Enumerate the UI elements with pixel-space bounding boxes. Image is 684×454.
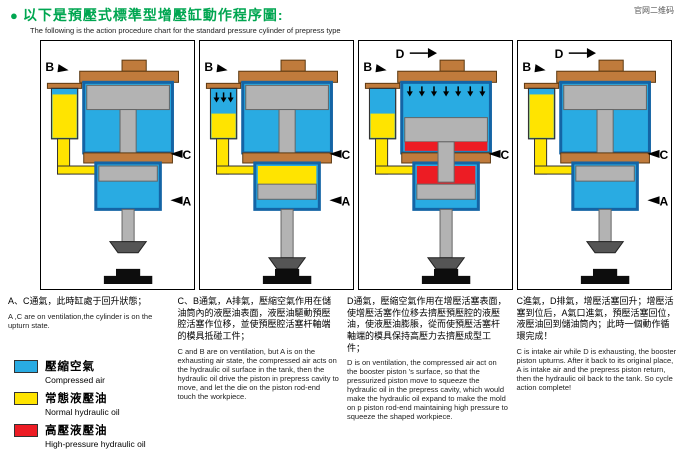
stage-4-desc-en: C is intake air while D is exhausting, t… (516, 346, 677, 392)
stage-4-description: C進氣，D排氣，增壓活塞回升；增壓活塞到位后，A氣口進氣，預壓活塞回位，液壓油回… (517, 296, 679, 421)
cylinder-top-plate (79, 59, 179, 83)
qr-code-label: 官网二维码 (634, 6, 674, 15)
port-label-c: C (647, 148, 669, 162)
legend-en-label: Normal hydraulic oil (45, 407, 120, 417)
stage-2-diagram: B (204, 59, 351, 284)
stage-panel-3: D B (358, 40, 513, 290)
oil-pipe (216, 138, 262, 175)
svg-text:C: C (342, 148, 351, 162)
page-subtitle: The following is the action procedure ch… (30, 26, 341, 35)
svg-text:D: D (396, 47, 405, 61)
stage-3-diagram: D B (363, 47, 510, 284)
title-bullet-icon: ● (10, 7, 18, 23)
workpiece (580, 268, 630, 284)
stage-2-desc-zh: C、B通氣，A排氣，壓縮空氣作用在儲油筒內的液壓油表面，液壓油驅動預壓腔活塞作位… (177, 296, 332, 342)
stage-descriptions: A、C通氣，此時缸處于回升狀態； A ,C are on ventilation… (0, 290, 684, 421)
prepress-cylinder (571, 161, 639, 211)
port-label-b: B (204, 60, 228, 74)
oil-tank (46, 82, 83, 140)
port-label-b: B (45, 60, 69, 74)
port-label-d: D (555, 47, 597, 61)
stage-panels: B (40, 40, 678, 290)
port-label-d: D (396, 47, 438, 61)
stage-1-desc-zh: A、C通氣，此時缸處于回升狀態； (8, 296, 147, 306)
stage-3-description: D通氣，壓縮空氣作用在增壓活塞表面，使增壓活塞作位移去擠壓預壓腔的液壓油，使液壓… (347, 296, 509, 421)
booster-cylinder (559, 80, 651, 156)
svg-text:C: C (183, 148, 192, 162)
workpiece (421, 268, 471, 284)
prepress-cylinder (94, 161, 162, 211)
booster-rod (437, 141, 455, 183)
stage-4-desc-zh: C進氣，D排氣，增壓活塞回升；增壓活塞到位后，A氣口進氣，預壓活塞回位，液壓油回… (516, 296, 676, 342)
svg-text:B: B (363, 60, 372, 74)
port-label-c: C (329, 148, 351, 162)
workpiece (262, 268, 312, 284)
oil-pipe (57, 138, 103, 175)
prepress-cylinder (253, 161, 321, 211)
legend-zh-label: 常態液壓油 (45, 393, 108, 405)
stage-3-desc-en: D is on ventilation, the compressed air … (347, 358, 508, 422)
booster-cylinder (241, 80, 333, 156)
svg-text:A: A (183, 194, 192, 208)
stage-3-desc-zh: D通氣，壓縮空氣作用在增壓活塞表面，使增壓活塞作位移去擠壓預壓腔的液壓油，使液壓… (347, 296, 507, 353)
color-legend: 壓縮空氣 Compressed air 常態液壓油 Normal hydraul… (14, 358, 146, 454)
svg-text:A: A (660, 194, 669, 208)
oil-tank (364, 82, 401, 140)
piston-rod (585, 208, 625, 254)
compressed-air-swatch (14, 359, 38, 373)
stage-panel-4: D B (517, 40, 672, 290)
stage-2-description: C、B通氣，A排氣，壓縮空氣作用在儲油筒內的液壓油表面，液壓油驅動預壓腔活塞作位… (178, 296, 340, 421)
svg-text:C: C (501, 148, 510, 162)
svg-text:B: B (204, 60, 213, 74)
svg-text:D: D (555, 47, 564, 61)
stage-1-desc-en: A ,C are on ventilation,the cylinder is … (8, 311, 153, 330)
workpiece (103, 268, 153, 284)
port-label-b: B (363, 60, 387, 74)
legend-item-compressed-air: 壓縮空氣 Compressed air (14, 358, 146, 385)
stage-2-desc-en: C and B are on ventilation, but A is on … (177, 346, 339, 401)
cylinder-top-plate (397, 59, 497, 83)
oil-tank (205, 82, 242, 140)
port-label-c: C (170, 148, 192, 162)
legend-zh-label: 壓縮空氣 (45, 361, 95, 373)
piston-rod (426, 208, 466, 270)
port-label-a: A (329, 194, 351, 208)
cylinder-top-plate (238, 59, 338, 83)
legend-en-label: High-pressure hydraulic oil (45, 439, 146, 449)
port-label-a: A (647, 194, 669, 208)
legend-item-high-pressure-oil: 高壓液壓油 High-pressure hydraulic oil (14, 422, 146, 449)
stage-1-description: A、C通氣，此時缸處于回升狀態； A ,C are on ventilation… (8, 296, 170, 421)
port-label-a: A (170, 194, 192, 208)
stage-4-diagram: D B (522, 47, 669, 284)
high-pressure-oil-swatch (14, 423, 38, 437)
oil-tank (523, 82, 560, 140)
port-label-b: B (522, 60, 546, 74)
cylinder-top-plate (556, 59, 656, 83)
stage-1-diagram: B (45, 59, 192, 284)
port-label-c: C (488, 148, 510, 162)
legend-zh-label: 高壓液壓油 (45, 425, 108, 437)
piston-rod (108, 208, 148, 254)
legend-en-label: Compressed air (45, 375, 105, 385)
svg-text:C: C (660, 148, 669, 162)
svg-text:A: A (342, 194, 351, 208)
svg-text:B: B (45, 60, 54, 74)
page-title: 以下是預壓式標準型增壓缸動作程序圖: (22, 7, 284, 23)
legend-item-normal-oil: 常態液壓油 Normal hydraulic oil (14, 390, 146, 417)
normal-oil-swatch (14, 391, 38, 405)
stage-panel-2: B (199, 40, 354, 290)
stage-panel-1: B (40, 40, 195, 290)
booster-cylinder (82, 80, 174, 156)
piston-rod (267, 208, 307, 270)
header: ● 以下是預壓式標準型增壓缸動作程序圖: The following is th… (0, 0, 684, 35)
svg-text:B: B (522, 60, 531, 74)
